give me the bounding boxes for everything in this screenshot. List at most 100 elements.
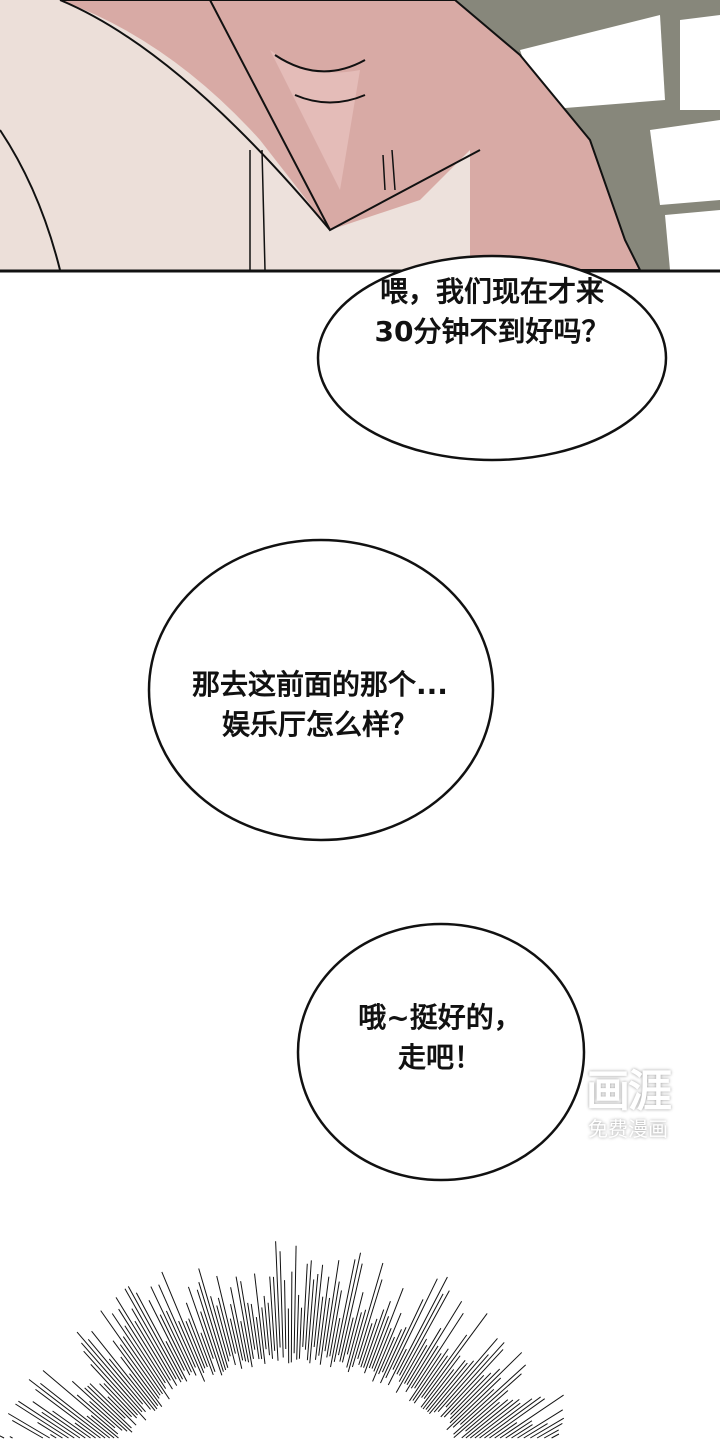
speed-line — [103, 1383, 137, 1419]
bubble-line: 30分钟不到好吗？ — [374, 315, 610, 348]
speed-line — [421, 1334, 468, 1398]
hoodie-string — [249, 149, 266, 271]
speed-line — [363, 1309, 385, 1368]
speed-line — [523, 1423, 548, 1439]
neck-lines — [274, 54, 366, 104]
window-light — [665, 210, 720, 270]
speed-line — [0, 1435, 5, 1439]
speed-line — [118, 1308, 166, 1384]
speed-line — [18, 1400, 75, 1439]
speed-line — [91, 1330, 156, 1412]
hoodie-highlight — [0, 0, 330, 270]
speed-line — [28, 1379, 106, 1439]
speed-line — [37, 1422, 63, 1439]
speed-line — [449, 1352, 523, 1424]
speed-line — [309, 1273, 319, 1364]
speed-line — [347, 1309, 367, 1373]
speed-line — [517, 1409, 563, 1439]
speed-line — [275, 1241, 281, 1348]
speed-line — [489, 1398, 545, 1439]
speed-line — [427, 1362, 468, 1413]
speed-line — [35, 1388, 101, 1439]
outline — [209, 0, 481, 232]
speed-line — [302, 1263, 308, 1347]
speed-line — [230, 1303, 244, 1361]
speed-line — [398, 1290, 450, 1382]
speed-line — [406, 1327, 442, 1386]
speed-line — [284, 1280, 287, 1349]
speed-line — [185, 1302, 214, 1376]
speed-line — [108, 1358, 151, 1410]
speed-line — [337, 1252, 362, 1356]
top-panel — [0, 0, 720, 273]
speed-line — [378, 1336, 395, 1375]
speed-line — [429, 1360, 475, 1414]
speed-line — [107, 1396, 137, 1426]
speed-line — [240, 1281, 254, 1359]
speed-line — [84, 1387, 133, 1433]
speed-line — [420, 1355, 461, 1408]
speed-line — [217, 1297, 236, 1366]
speed-line — [459, 1364, 527, 1425]
speed-line — [505, 1420, 533, 1439]
speed-line — [346, 1292, 364, 1355]
speed-line — [443, 1374, 485, 1418]
speed-line — [318, 1276, 330, 1356]
speed-line — [111, 1313, 170, 1400]
speech-bubble-1 — [316, 254, 668, 462]
speed-line — [196, 1289, 224, 1372]
speed-line — [124, 1288, 177, 1380]
watermark-tagline: 免费漫画 — [588, 1117, 668, 1141]
speed-line — [449, 1368, 501, 1420]
speed-line — [112, 1340, 163, 1407]
speed-line — [358, 1323, 373, 1366]
speed-line — [413, 1355, 449, 1404]
watermark-logo: 画涯 — [586, 1066, 672, 1117]
speed-line — [165, 1310, 197, 1376]
speed-line — [437, 1354, 489, 1413]
speed-line — [89, 1401, 123, 1431]
speed-line — [433, 1338, 498, 1413]
speed-line — [293, 1245, 297, 1354]
speed-line — [81, 1342, 143, 1413]
speed-line — [324, 1260, 340, 1352]
speed-line — [313, 1264, 324, 1348]
speed-line — [412, 1348, 449, 1401]
speed-line — [89, 1383, 126, 1419]
bubble-line: 那去这前面的那个... — [192, 668, 448, 701]
speed-line — [404, 1344, 428, 1384]
speed-line — [381, 1329, 402, 1373]
speed-line — [42, 1370, 119, 1435]
speed-line — [296, 1294, 300, 1360]
speed-line — [40, 1383, 111, 1439]
speed-line — [465, 1401, 500, 1432]
speed-line — [396, 1276, 448, 1375]
speed-line — [74, 1422, 96, 1439]
speed-line — [373, 1328, 392, 1372]
speed-line — [247, 1302, 256, 1350]
speed-line — [255, 1317, 263, 1360]
speed-line — [198, 1282, 227, 1371]
speed-line — [99, 1383, 132, 1418]
speed-line — [453, 1373, 522, 1435]
speed-line — [414, 1312, 464, 1389]
speed-line — [119, 1344, 160, 1399]
speed-line — [122, 1336, 163, 1395]
speech-bubble-3 — [296, 922, 586, 1182]
speed-line — [405, 1300, 463, 1393]
speed-line — [230, 1287, 247, 1362]
outline — [0, 129, 61, 271]
speed-line — [511, 1424, 533, 1439]
speed-line — [385, 1299, 424, 1379]
speed-line — [267, 1302, 274, 1359]
bubble-line: 喂，我们现在才来 — [379, 275, 604, 308]
hoodie-chest — [260, 150, 470, 270]
speed-line — [115, 1297, 173, 1390]
speed-line — [90, 1364, 138, 1416]
speed-line — [333, 1259, 356, 1362]
speed-line — [372, 1312, 402, 1382]
speed-line — [536, 1423, 563, 1439]
speed-lines-burst — [0, 1241, 565, 1439]
speech-bubble-2 — [147, 538, 495, 842]
